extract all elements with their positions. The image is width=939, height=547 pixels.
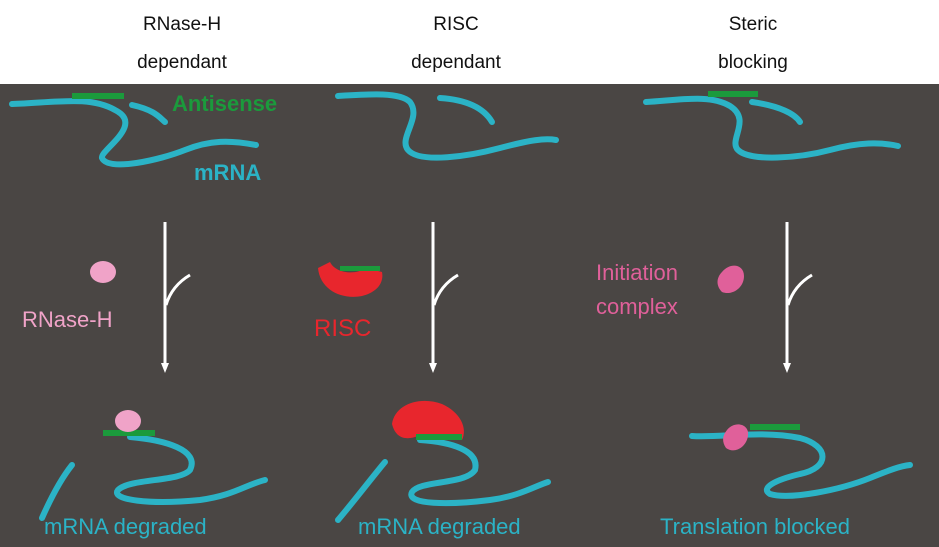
rnase-h-label: RNase-H bbox=[22, 307, 112, 332]
column-title-rnase-h: RNase-H dependant bbox=[82, 6, 282, 82]
mrna-cleaved-strand bbox=[113, 434, 268, 505]
risc-label: RISC bbox=[314, 315, 371, 342]
initiation-complex-label-line1: Initiation bbox=[596, 260, 678, 285]
result-label: mRNA degraded bbox=[358, 514, 521, 539]
antisense-label: Antisense bbox=[172, 91, 277, 116]
result-label: mRNA degraded bbox=[44, 514, 207, 539]
antisense-oligo-bound bbox=[416, 434, 462, 440]
curved-arrow-branch bbox=[786, 273, 813, 306]
mrna-strand-tail bbox=[749, 99, 803, 125]
header: RNase-H dependant RISC dependant Steric … bbox=[0, 0, 939, 84]
column-title-steric: Steric blocking bbox=[653, 6, 853, 82]
initiation-complex-bound bbox=[723, 424, 749, 451]
curved-arrow-branch bbox=[432, 273, 459, 306]
column-title-line1: RNase-H bbox=[142, 14, 222, 35]
column-title-risc: RISC dependant bbox=[356, 6, 556, 82]
antisense-oligo bbox=[708, 91, 758, 97]
mrna-strand-tail bbox=[437, 95, 495, 125]
mrna-fragment bbox=[39, 462, 75, 521]
result-label: Translation blocked bbox=[660, 514, 850, 539]
mrna-fragment bbox=[335, 459, 388, 523]
mrna-label: mRNA bbox=[194, 160, 261, 185]
initiation-complex-label-line2: complex bbox=[596, 294, 678, 319]
column-title-line2: blocking bbox=[718, 52, 788, 73]
curved-arrow-branch bbox=[164, 273, 191, 306]
risc-bound bbox=[392, 400, 464, 440]
column-title-line1: RISC bbox=[433, 14, 479, 35]
rnase-h-enzyme bbox=[90, 261, 116, 283]
mrna-strand-blocked bbox=[689, 431, 913, 499]
rnase-h-bound bbox=[115, 410, 141, 432]
antisense-oligo bbox=[72, 93, 124, 99]
initiation-complex bbox=[717, 265, 744, 294]
column-title-line1: Steric bbox=[728, 14, 778, 35]
mrna-cleaved-strand bbox=[408, 437, 551, 507]
column-title-line2: dependant bbox=[411, 52, 501, 73]
column-title-line2: dependant bbox=[137, 52, 227, 73]
mrna-strand bbox=[335, 91, 559, 161]
mrna-strand bbox=[9, 98, 259, 168]
mrna-strand bbox=[643, 95, 901, 161]
mrna-strand-tail bbox=[129, 102, 168, 125]
antisense-oligo-bound bbox=[103, 430, 155, 436]
antisense-oligo-risc bbox=[340, 266, 380, 271]
antisense-oligo-bound bbox=[750, 424, 800, 430]
